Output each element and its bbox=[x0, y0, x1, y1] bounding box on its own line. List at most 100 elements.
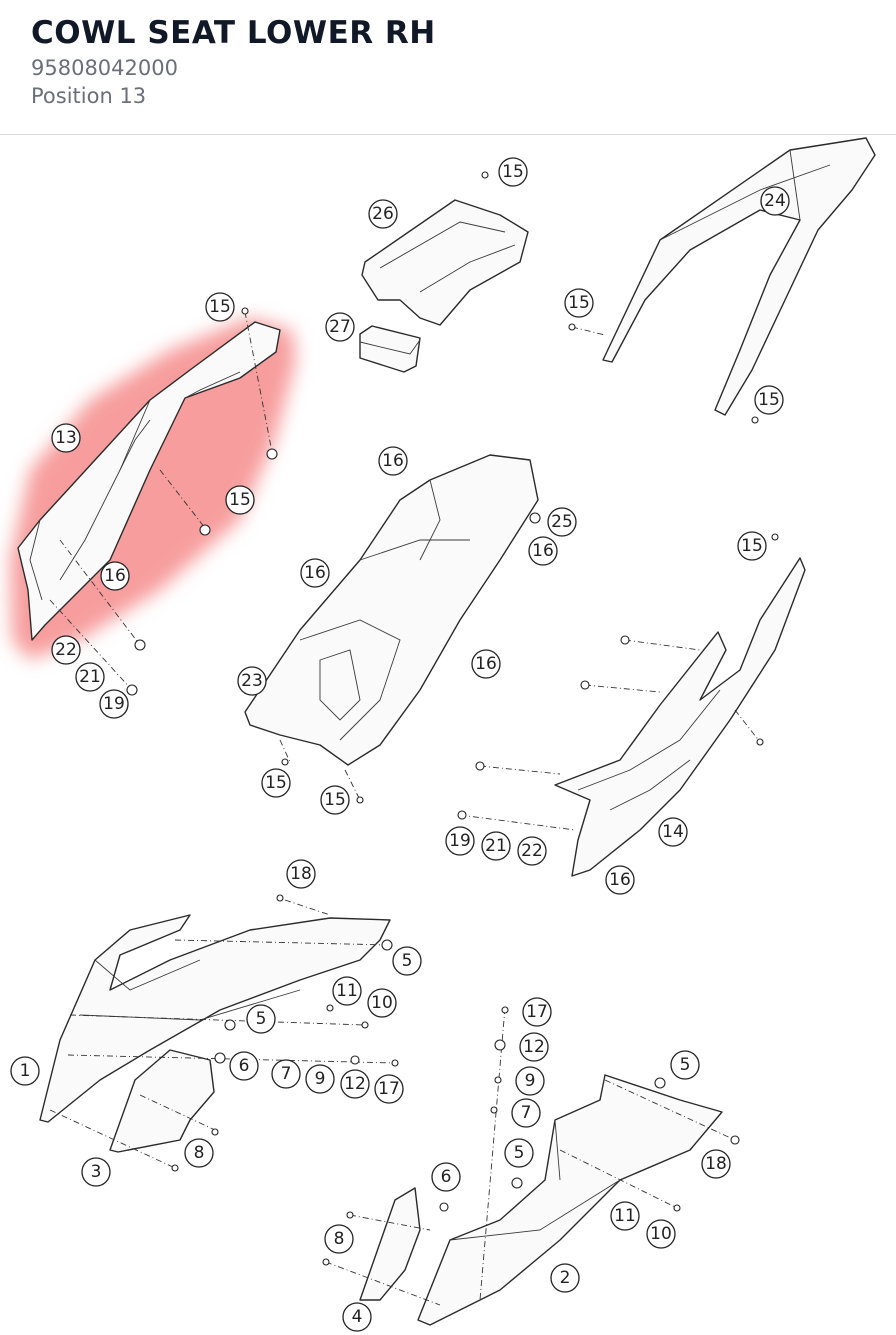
position-label: Position 13 bbox=[31, 84, 147, 108]
callout-15[interactable]: 25 bbox=[547, 507, 577, 537]
callout-23[interactable]: 19 bbox=[445, 826, 475, 856]
callout-31[interactable]: 10 bbox=[367, 988, 397, 1018]
svg-text:11: 11 bbox=[614, 1206, 636, 1226]
callout-2[interactable]: 26 bbox=[368, 199, 398, 229]
svg-text:5: 5 bbox=[402, 951, 413, 971]
callout-35[interactable]: 7 bbox=[271, 1059, 301, 1089]
svg-text:7: 7 bbox=[281, 1064, 292, 1084]
callout-18[interactable]: 23 bbox=[237, 666, 267, 696]
callout-16[interactable]: 16 bbox=[528, 536, 558, 566]
callout-33[interactable]: 1 bbox=[10, 1056, 40, 1086]
part-1-side-panel bbox=[39, 914, 391, 1123]
exploded-parts-diagram: 15 26 27 24 15 15 13 15 16 22 21 19 16 1… bbox=[10, 137, 876, 1332]
callout-37[interactable]: 12 bbox=[340, 1069, 370, 1099]
callout-50[interactable]: 11 bbox=[610, 1201, 640, 1231]
callout-34[interactable]: 6 bbox=[229, 1051, 259, 1081]
svg-text:15: 15 bbox=[741, 536, 763, 556]
svg-text:6: 6 bbox=[239, 1056, 250, 1076]
page-title: COWL SEAT LOWER RH bbox=[31, 15, 436, 51]
callout-24[interactable]: 21 bbox=[481, 831, 511, 861]
callout-36[interactable]: 9 bbox=[305, 1064, 335, 1094]
callout-26[interactable]: 14 bbox=[658, 817, 688, 847]
callout-14[interactable]: 16 bbox=[300, 558, 330, 588]
callout-8[interactable]: 15 bbox=[225, 485, 255, 515]
callout-13[interactable]: 16 bbox=[378, 446, 408, 476]
callout-52[interactable]: 2 bbox=[550, 1263, 580, 1293]
callout-46[interactable]: 5 bbox=[670, 1050, 700, 1080]
callout-44[interactable]: 7 bbox=[511, 1098, 541, 1128]
callout-28[interactable]: 18 bbox=[286, 859, 316, 889]
svg-text:23: 23 bbox=[241, 671, 263, 691]
callout-30[interactable]: 11 bbox=[332, 976, 362, 1006]
callout-3[interactable]: 27 bbox=[325, 312, 355, 342]
svg-text:15: 15 bbox=[568, 293, 590, 313]
svg-text:21: 21 bbox=[485, 836, 507, 856]
svg-text:10: 10 bbox=[371, 993, 393, 1013]
callout-25[interactable]: 22 bbox=[517, 836, 547, 866]
svg-text:5: 5 bbox=[680, 1055, 691, 1075]
svg-text:17: 17 bbox=[378, 1079, 400, 1099]
part-26-tray bbox=[361, 199, 529, 326]
svg-text:6: 6 bbox=[441, 1167, 452, 1187]
callout-4[interactable]: 24 bbox=[760, 186, 790, 216]
svg-text:15: 15 bbox=[758, 390, 780, 410]
header: COWL SEAT LOWER RH 95808042000 Position … bbox=[0, 0, 896, 135]
fasteners bbox=[126, 171, 779, 1266]
svg-text:16: 16 bbox=[609, 870, 631, 890]
callout-10[interactable]: 22 bbox=[51, 635, 81, 665]
callout-47[interactable]: 18 bbox=[701, 1149, 731, 1179]
callout-32[interactable]: 5 bbox=[246, 1004, 276, 1034]
svg-text:22: 22 bbox=[521, 841, 543, 861]
svg-text:15: 15 bbox=[265, 773, 287, 793]
svg-text:16: 16 bbox=[475, 654, 497, 674]
callout-5[interactable]: 15 bbox=[564, 288, 594, 318]
callout-43[interactable]: 9 bbox=[515, 1066, 545, 1096]
callout-22[interactable]: 15 bbox=[737, 531, 767, 561]
svg-text:9: 9 bbox=[315, 1069, 326, 1089]
callout-48[interactable]: 6 bbox=[431, 1162, 461, 1192]
callout-53[interactable]: 4 bbox=[342, 1302, 372, 1332]
callout-11[interactable]: 21 bbox=[75, 662, 105, 692]
callout-12[interactable]: 19 bbox=[99, 689, 129, 719]
callout-27[interactable]: 16 bbox=[605, 865, 635, 895]
callout-49[interactable]: 8 bbox=[324, 1224, 354, 1254]
svg-text:22: 22 bbox=[55, 640, 77, 660]
part-27-box bbox=[359, 325, 421, 373]
svg-text:16: 16 bbox=[304, 563, 326, 583]
svg-text:15: 15 bbox=[229, 490, 251, 510]
callout-41[interactable]: 17 bbox=[522, 997, 552, 1027]
part-3-bracket bbox=[109, 1049, 215, 1153]
callout-1[interactable]: 15 bbox=[205, 292, 235, 322]
callout-45[interactable]: 5 bbox=[504, 1138, 534, 1168]
svg-text:17: 17 bbox=[526, 1002, 548, 1022]
callout-9[interactable]: 16 bbox=[100, 561, 130, 591]
svg-text:21: 21 bbox=[79, 667, 101, 687]
callout-51[interactable]: 10 bbox=[646, 1219, 676, 1249]
callout-6[interactable]: 15 bbox=[754, 385, 784, 415]
part-number: 95808042000 bbox=[31, 56, 178, 80]
svg-text:24: 24 bbox=[764, 191, 786, 211]
svg-text:13: 13 bbox=[55, 428, 77, 448]
part-4-bracket bbox=[359, 1187, 421, 1301]
svg-text:16: 16 bbox=[382, 451, 404, 471]
part-13-cowl-seat-lower-rh[interactable] bbox=[17, 321, 281, 641]
svg-text:18: 18 bbox=[290, 864, 312, 884]
callout-42[interactable]: 12 bbox=[519, 1032, 549, 1062]
callout-17[interactable]: 16 bbox=[471, 649, 501, 679]
callout-29[interactable]: 5 bbox=[392, 946, 422, 976]
part-24-grab-rail bbox=[602, 137, 876, 416]
callout-21[interactable]: 15 bbox=[498, 157, 528, 187]
svg-text:15: 15 bbox=[502, 162, 524, 182]
callout-39[interactable]: 3 bbox=[81, 1157, 111, 1187]
svg-text:27: 27 bbox=[329, 317, 351, 337]
svg-text:14: 14 bbox=[662, 822, 684, 842]
callout-7[interactable]: 13 bbox=[51, 423, 81, 453]
callout-38[interactable]: 17 bbox=[374, 1074, 404, 1104]
part-2-side-panel bbox=[417, 1074, 723, 1326]
svg-text:12: 12 bbox=[344, 1074, 366, 1094]
callout-19[interactable]: 15 bbox=[261, 768, 291, 798]
svg-text:18: 18 bbox=[705, 1154, 727, 1174]
callout-40[interactable]: 8 bbox=[184, 1138, 214, 1168]
callout-20[interactable]: 15 bbox=[320, 785, 350, 815]
svg-text:8: 8 bbox=[194, 1143, 205, 1163]
